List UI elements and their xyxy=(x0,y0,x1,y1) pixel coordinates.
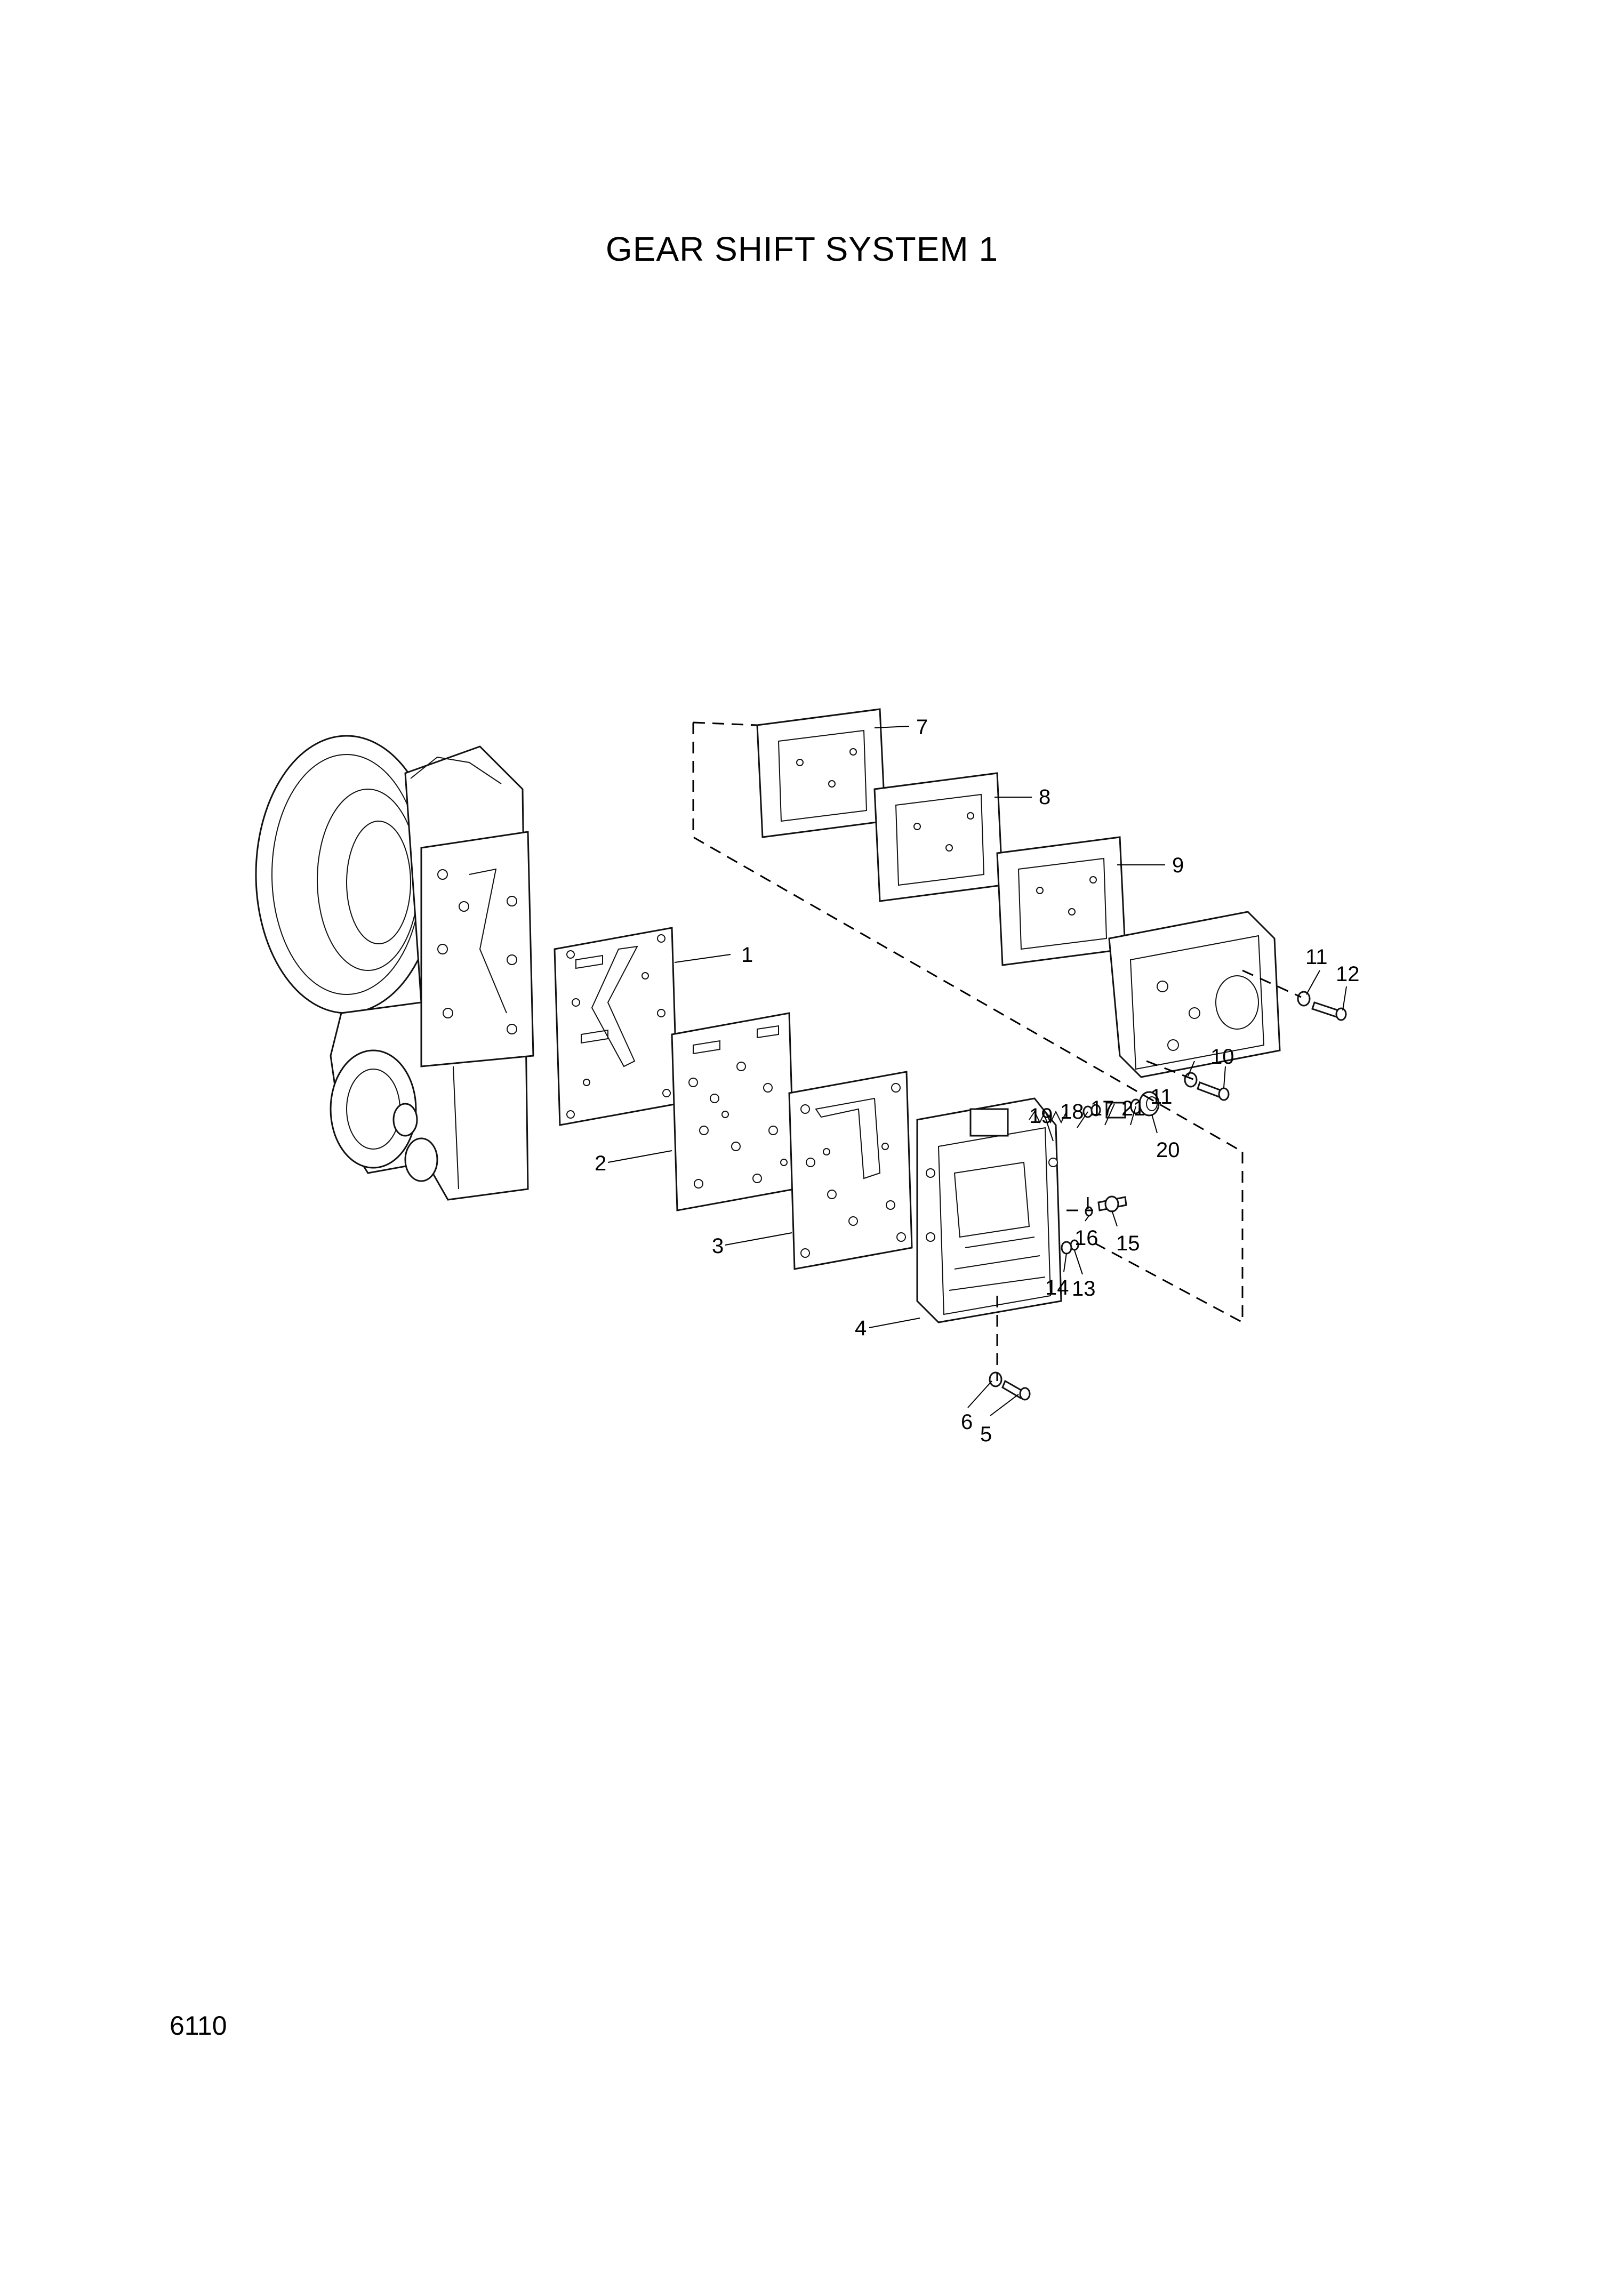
leader-lines xyxy=(607,726,1347,1416)
transmission-housing xyxy=(255,735,534,1201)
valve-block-4 xyxy=(916,1097,1062,1323)
assembly-dashed-lines xyxy=(692,721,1302,1381)
o-ring-16 xyxy=(1085,1206,1093,1217)
callout-8: 8 xyxy=(1039,785,1050,809)
plug-20 xyxy=(1138,1091,1160,1117)
page-number: 6110 xyxy=(170,2011,227,2041)
callout-18: 18 xyxy=(1060,1100,1084,1123)
callout-14: 14 xyxy=(1045,1276,1069,1299)
washer-6 xyxy=(989,1371,1002,1387)
callout-19: 19 xyxy=(1029,1104,1053,1128)
callout-6: 6 xyxy=(961,1410,973,1434)
plug-14 xyxy=(1061,1241,1072,1255)
callout-labels: 1 2 3 4 5 6 7 8 9 10 11 11 12 13 14 15 1… xyxy=(595,716,1360,1446)
callout-4: 4 xyxy=(855,1316,867,1340)
plate-8 xyxy=(873,772,1004,902)
spring-19 xyxy=(1029,1110,1067,1124)
callout-7: 7 xyxy=(916,716,928,739)
callout-12: 12 xyxy=(1336,962,1360,986)
intermediate-plate-3 xyxy=(788,1071,913,1270)
callout-20: 20 xyxy=(1156,1138,1180,1162)
callout-10: 10 xyxy=(1210,1045,1234,1069)
callout-11-upper: 11 xyxy=(1305,945,1328,969)
page-title: GEAR SHIFT SYSTEM 1 xyxy=(605,230,999,268)
intermediate-plate-1 xyxy=(554,927,678,1126)
callout-11-lower: 11 xyxy=(1150,1085,1173,1109)
screw-5 xyxy=(1001,1379,1031,1401)
plate-9 xyxy=(996,836,1126,966)
callout-21: 21 xyxy=(1121,1097,1145,1120)
callout-3: 3 xyxy=(712,1234,724,1258)
callout-13: 13 xyxy=(1072,1277,1096,1300)
callout-1: 1 xyxy=(741,943,753,967)
screw-10 xyxy=(1197,1081,1230,1101)
washer-11-lower xyxy=(1184,1072,1198,1088)
callout-9: 9 xyxy=(1172,854,1184,877)
washer-11-upper xyxy=(1297,991,1311,1007)
screw-12 xyxy=(1311,1001,1347,1021)
valve-block-upper xyxy=(1108,911,1281,1078)
callout-17: 17 xyxy=(1090,1097,1114,1120)
sensor-15 xyxy=(1097,1195,1127,1213)
callout-15: 15 xyxy=(1116,1232,1140,1255)
callout-2: 2 xyxy=(595,1152,606,1175)
callout-5: 5 xyxy=(980,1423,992,1446)
gasket-2 xyxy=(671,1012,796,1211)
plate-7 xyxy=(756,708,886,838)
callout-16: 16 xyxy=(1074,1226,1098,1250)
